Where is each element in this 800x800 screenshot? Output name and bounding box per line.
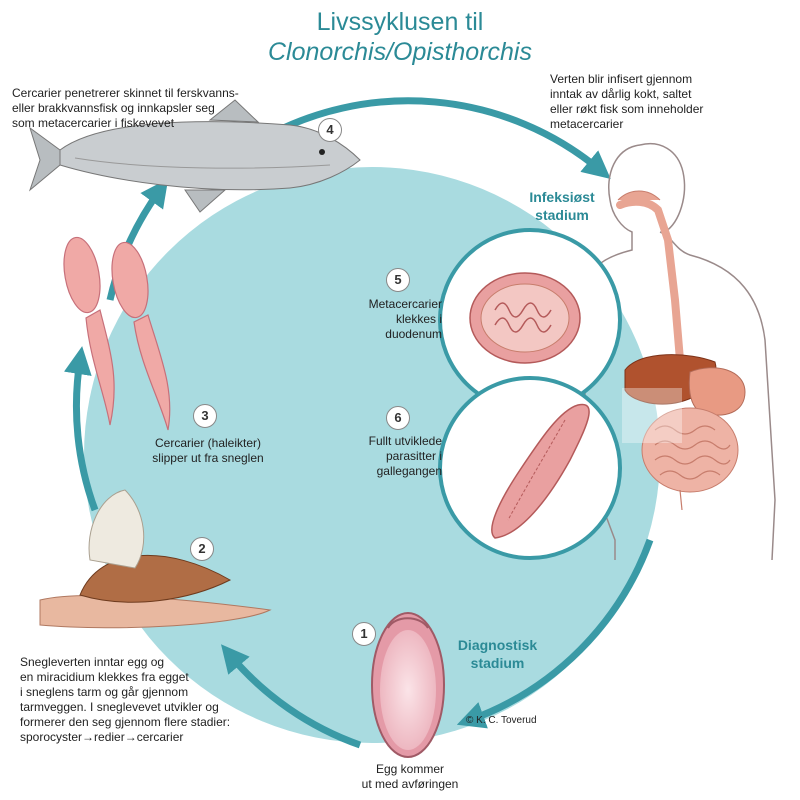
metacercaria-illustration [469, 272, 581, 364]
step3-description: Cercarier (haleikter) slipper ut fra sne… [152, 436, 264, 465]
cycle-arrow-left-upper [106, 178, 169, 301]
egg-illustration [371, 612, 445, 758]
step2-description: Snegleverten inntar egg og en miracidium… [20, 655, 231, 744]
cycle-arrow-top [258, 97, 611, 179]
fish-illustration [28, 99, 361, 213]
step6-description: Fullt utviklede parasitter i gallegangen [368, 434, 442, 478]
stomach [688, 367, 746, 416]
step1-number: 1 [352, 622, 376, 646]
title-line2: Clonorchis/Opisthorchis [268, 38, 532, 66]
copyright: © K. C. Toverud [466, 715, 537, 726]
step1-description: Egg kommer ut med avføringen [361, 762, 459, 791]
snail-illustration [39, 489, 272, 629]
step4-description: Cercarier penetrerer skinnet til ferskva… [12, 86, 239, 130]
step3-number: 3 [193, 404, 217, 428]
title-line1: Livssyklusen til [316, 8, 484, 36]
step2-number: 2 [190, 537, 214, 561]
step5-number: 5 [386, 268, 410, 292]
adult-parasite-illustration [491, 403, 590, 539]
step6-number: 6 [386, 406, 410, 430]
esophagus [616, 197, 684, 364]
step4-number: 4 [318, 118, 342, 142]
step5-description: Metacercarier klekkes i duodenum [368, 297, 442, 341]
cycle-arrow-right [456, 538, 654, 729]
cercariae-illustration [63, 236, 171, 431]
host-note: Verten blir infisert gjennom inntak av d… [550, 72, 704, 131]
diagnostic-stage-label: Diagnostisk stadium [457, 637, 538, 671]
cycle-arrow-left-lower [64, 346, 99, 512]
cycle-arrow-bottom [220, 644, 362, 749]
infective-stage-label: Infeksiøst stadium [529, 189, 595, 223]
